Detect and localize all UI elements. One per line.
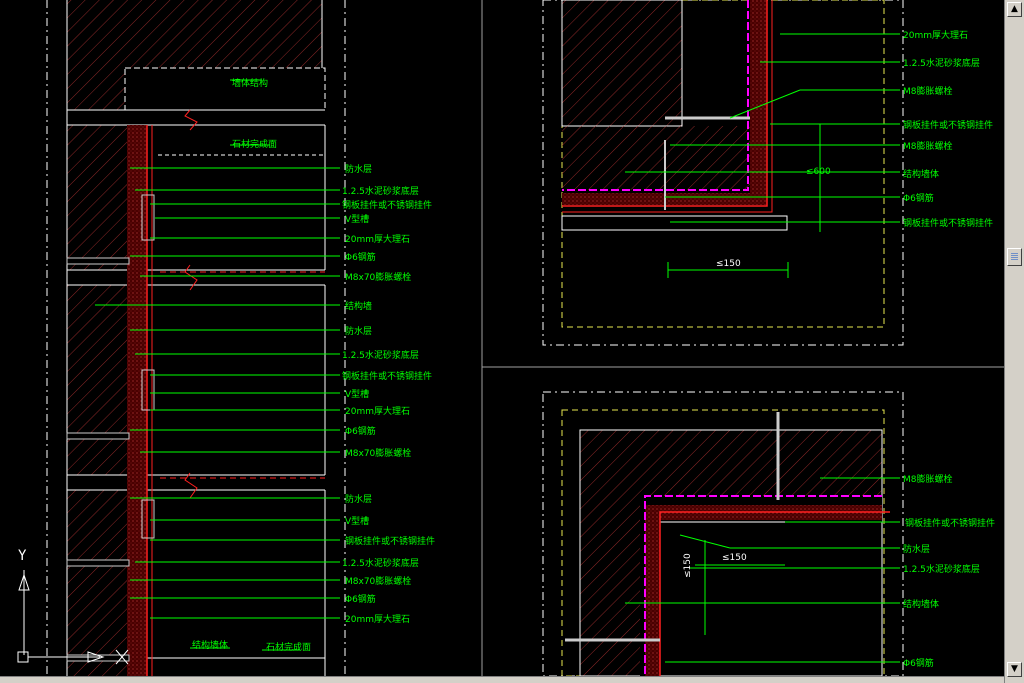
- callout-label: ≤600: [806, 167, 831, 177]
- callout-label: 20mm厚大理石: [903, 31, 968, 41]
- dim-bottom-right-h: ≤150: [722, 553, 747, 563]
- scroll-thumb[interactable]: [1007, 248, 1022, 266]
- callout-label: M8膨胀螺栓: [903, 475, 953, 485]
- callout-label: 钢板挂件或不锈钢挂件: [903, 121, 994, 131]
- callout-label: 20mm厚大理石: [345, 407, 410, 417]
- callout-label: 20mm厚大理石: [345, 235, 410, 245]
- callout-label: Φ6钢筋: [345, 595, 376, 605]
- label-stone-finish: 石材完成面: [232, 140, 278, 150]
- callout-label: Φ6钢筋: [903, 659, 934, 669]
- cad-drawing: [17, 0, 1004, 676]
- callout-label: 1.2.5水泥砂浆底层: [342, 351, 419, 361]
- callout-label: 钢板挂件或不锈钢挂件: [342, 201, 433, 211]
- callout-label: 防水层: [345, 495, 373, 505]
- callout-label: 防水层: [345, 165, 373, 175]
- callout-label: Φ6钢筋: [345, 427, 376, 437]
- callout-label: 1.2.5水泥砂浆底层: [903, 565, 980, 575]
- label-wall-structure: 墙体结构: [232, 79, 269, 89]
- callout-label: 1.2.5水泥砂浆底层: [342, 559, 419, 569]
- ucs-icon: [17, 570, 129, 665]
- callout-label: 防水层: [903, 545, 931, 555]
- callout-label: 结构墙体: [903, 170, 940, 180]
- callout-label: M8膨胀螺栓: [903, 87, 953, 97]
- callout-label: M8x70膨胀螺栓: [345, 449, 412, 459]
- label-bottom-structure: 结构墙体: [192, 641, 229, 651]
- callout-label: M8x70膨胀螺栓: [345, 273, 412, 283]
- scroll-up-button[interactable]: ▲: [1007, 2, 1022, 17]
- left-elevation-detail: [46, 0, 346, 676]
- bottom-right-plan-detail: [542, 391, 904, 676]
- callout-label: M8膨胀螺栓: [903, 142, 953, 152]
- vertical-scrollbar[interactable]: ▲ ▼: [1004, 0, 1024, 683]
- dim-bottom-right-v: ≤150: [683, 553, 693, 578]
- callout-label: 钢板挂件或不锈钢挂件: [905, 519, 996, 529]
- label-bottom-finish: 石材完成面: [266, 643, 312, 653]
- scroll-down-button[interactable]: ▼: [1007, 662, 1022, 677]
- dim-top-right: ≤150: [716, 259, 741, 269]
- callout-label: 1.2.5水泥砂浆底层: [903, 59, 980, 69]
- callout-label: 结构墙: [345, 302, 373, 312]
- callout-label: 结构墙体: [903, 600, 940, 610]
- callout-label: 钢板挂件或不锈钢挂件: [903, 219, 994, 229]
- callout-label: V型槽: [345, 517, 370, 527]
- callout-label: 钢板挂件或不锈钢挂件: [342, 372, 433, 382]
- callout-label: Φ6钢筋: [903, 194, 934, 204]
- callout-label: M8x70膨胀螺栓: [345, 577, 412, 587]
- top-right-plan-detail: [542, 0, 904, 346]
- horizontal-scrollbar[interactable]: [0, 676, 1004, 683]
- ucs-y-label: Y: [18, 548, 27, 564]
- callout-label: Φ6钢筋: [345, 253, 376, 263]
- callout-label: 钢板挂件或不锈钢挂件: [345, 537, 436, 547]
- callout-label: 20mm厚大理石: [345, 615, 410, 625]
- callout-label: 1.2.5水泥砂浆底层: [342, 187, 419, 197]
- callout-label: V型槽: [345, 390, 370, 400]
- callout-label: V型槽: [345, 215, 370, 225]
- callout-label: 防水层: [345, 327, 373, 337]
